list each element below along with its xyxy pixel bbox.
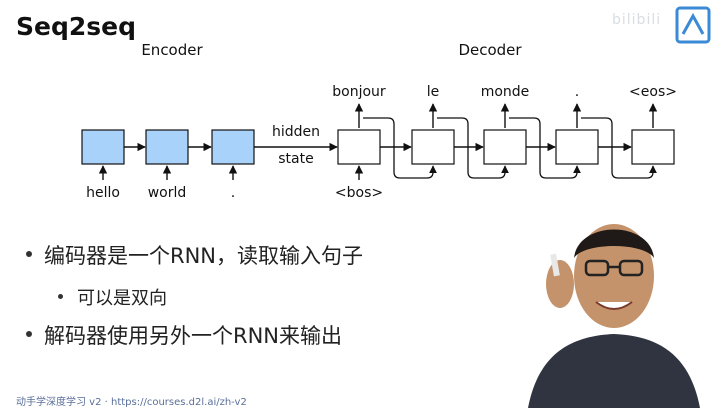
slide-title: Seq2seq xyxy=(16,12,136,41)
bullet-decoder: 解码器使用另外一个RNN来输出 xyxy=(26,320,342,350)
encoder-input-token: world xyxy=(148,185,187,201)
encoder-cell xyxy=(145,129,189,165)
encoder-cell xyxy=(81,129,125,165)
encoder-input-token: . xyxy=(231,185,235,201)
hidden-state-label-bottom: state xyxy=(278,151,313,167)
encoder-cell xyxy=(211,129,255,165)
bullet-bidirectional: 可以是双向 xyxy=(58,284,167,310)
encoder-input-token: hello xyxy=(86,185,120,201)
bullet-dot xyxy=(26,251,32,257)
decoder-output-token: <eos> xyxy=(629,84,677,100)
decoder-output-token: monde xyxy=(481,84,530,100)
decoder-output-token: . xyxy=(575,84,579,100)
decoder-cell xyxy=(555,129,599,165)
decoder-cell xyxy=(411,129,455,165)
feedback-arrow xyxy=(581,117,657,179)
bullet-dot xyxy=(58,293,63,299)
decoder-cell xyxy=(483,129,527,165)
hidden-state-label-top: hidden xyxy=(272,124,320,140)
feedback-arrow xyxy=(509,117,581,179)
decoder-label: Decoder xyxy=(458,41,522,59)
bullet-encoder-text: 编码器是一个RNN，读取输入句子 xyxy=(44,244,364,268)
bullet-dot xyxy=(26,331,32,337)
bos-token: <bos> xyxy=(335,185,383,201)
footer-text: 动手学深度学习 v2 · https://courses.d2l.ai/zh-v… xyxy=(16,397,247,408)
decoder-cell xyxy=(631,129,675,165)
bullet-encoder: 编码器是一个RNN，读取输入句子 xyxy=(26,240,363,270)
bullet-decoder-text: 解码器使用另外一个RNN来输出 xyxy=(44,324,343,348)
presenter-video-thumbnail xyxy=(508,206,720,408)
feedback-arrow xyxy=(363,117,437,179)
encoder-label: Encoder xyxy=(141,41,203,59)
seq2seq-diagram: Encoder Decoder hello world. hidden state bo… xyxy=(81,41,677,201)
d2l-logo-icon xyxy=(675,6,711,44)
decoder-cell xyxy=(337,129,381,165)
bilibili-watermark: bilibili xyxy=(612,12,662,28)
feedback-arrow xyxy=(437,117,509,179)
bullet-bidirectional-text: 可以是双向 xyxy=(77,288,167,309)
decoder-output-token: bonjour xyxy=(332,84,386,100)
decoder-output-token: le xyxy=(427,84,440,100)
